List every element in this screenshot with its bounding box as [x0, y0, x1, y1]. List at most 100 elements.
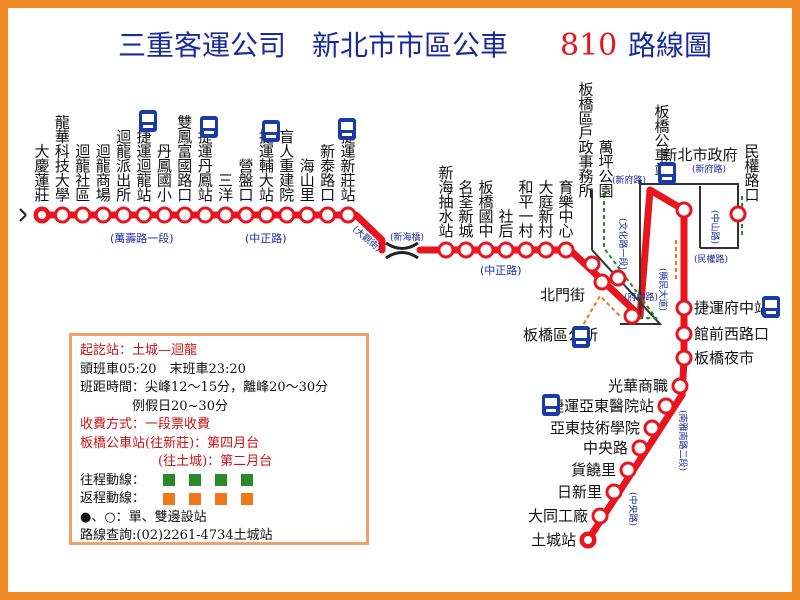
metro-icon-0	[139, 110, 157, 132]
stop-dot-right-4-center	[734, 210, 742, 218]
metro-icon-3	[338, 118, 356, 140]
stop-label-top-4: 迴龍派出所	[116, 128, 131, 204]
legend-green-square	[163, 474, 176, 486]
road-xianmin: (縣民大道)	[657, 268, 669, 311]
stop-label-middle-1: 名荃新城	[458, 179, 473, 241]
stop-label-right-10: 亞東技術學院	[550, 419, 640, 437]
stop-dot-top-3-center	[99, 211, 108, 219]
stop-label-right-9: 捷運亞東醫院站	[549, 397, 654, 415]
stop-label-right-0: 北門街	[540, 286, 585, 304]
metro-icon-1	[200, 116, 218, 138]
stop-dot-right-15-center	[584, 536, 592, 544]
stop-label-middle-5: 大庭新村	[538, 179, 553, 241]
stop-dot-right-1-center	[628, 312, 636, 320]
stop-dot-top-12-center	[282, 211, 291, 219]
stop-dots	[33, 201, 747, 549]
info-platform-1: 板橋公車站(往新莊)：第四月台	[80, 435, 260, 451]
road-fuzhong: (府中路)	[624, 291, 658, 303]
stop-label-top-3: 迴龍商場	[96, 143, 111, 205]
stop-dot-middle-3-center	[502, 246, 510, 254]
stop-dot-top-9-center	[221, 211, 230, 219]
stop-label-middle-2: 板橋國中	[478, 179, 493, 241]
info-route-ends: 起訖站：土城—迴龍	[80, 343, 198, 358]
metro-icon-7	[542, 394, 560, 416]
stop-label-top-10: 營盤口	[238, 157, 253, 204]
stop-dot-middle-7-center	[588, 260, 596, 268]
stop-dot-middle-0-center	[442, 246, 450, 254]
xinhai-bridge	[385, 241, 419, 260]
stop-label-top-7: 雙鳳富國路口	[177, 114, 192, 205]
map-title: 三重客運公司 新北市市區公車 810 路線圖	[118, 28, 712, 63]
stop-dot-middle-1-center	[462, 246, 470, 254]
title-system: 新北市市區公車	[312, 29, 508, 62]
info-hotline: 路線查詢:(02)2261-4734土城站	[80, 528, 273, 543]
stop-dot-middle-2-center	[482, 246, 490, 254]
return-line	[579, 240, 677, 331]
stop-dot-right-5-center	[680, 304, 688, 312]
road-minquan: (民權路)	[694, 253, 728, 265]
info-first-last-bus: 頭班車05:20 末班車23:20	[80, 361, 246, 377]
stop-dot-right-9-center	[662, 402, 670, 410]
stop-dot-top-1-center	[58, 211, 67, 219]
stop-dot-top-6-center	[160, 211, 169, 219]
stop-dot-right-14-center	[596, 512, 604, 520]
info-outbound-legend: 往程動線：	[80, 472, 358, 491]
stop-label-top-1: 龍華科技大學	[55, 114, 70, 205]
stop-dot-right-6-center	[680, 330, 688, 338]
road-zhongzheng-2: (中正路)	[480, 264, 522, 277]
info-return-legend: 返程動線：	[80, 490, 358, 509]
stop-label-top-13: 海山里	[300, 157, 315, 204]
stop-label-middle-8: 萬坪公園	[598, 139, 613, 201]
road-xinfu-bottom: (新府路)	[692, 163, 726, 175]
title-route-number: 810	[560, 28, 617, 63]
stop-dot-top-0-center	[38, 211, 46, 219]
stop-label-right-14: 大同工廠	[528, 507, 588, 525]
stop-label-right-3: 新北市政府	[662, 146, 737, 164]
stop-label-middle-7: 板橋區戶政事務所	[578, 81, 593, 201]
road-wanshou: (萬壽路一段)	[110, 231, 174, 245]
stop-dot-middle-8-center	[614, 274, 622, 282]
road-zhongshan: (中山路)	[709, 210, 721, 244]
stop-label-right-6: 館前西路口	[694, 325, 769, 343]
stop-label-middle-6: 育樂中心	[558, 179, 573, 241]
legend-orange-square	[163, 492, 176, 505]
metro-icon-2	[262, 120, 280, 142]
metro-icon-5	[762, 296, 780, 318]
stop-label-middle-4: 和平一村	[518, 179, 533, 241]
road-zhongzheng-1: (中正路)	[245, 232, 287, 245]
left-end-arrow	[19, 208, 27, 222]
stop-label-top-12: 盲人重建院	[279, 128, 294, 204]
stop-dot-right-12-center	[624, 466, 632, 474]
stop-dot-top-7-center	[180, 211, 189, 219]
stop-label-top-8: 捷運丹鳳站	[198, 128, 213, 204]
stop-label-top-0: 大慶蓮莊	[34, 143, 49, 205]
stop-label-middle-3: 社后	[498, 208, 513, 241]
stop-dot-top-4-center	[119, 211, 128, 219]
metro-icon-6	[572, 326, 590, 348]
title-suffix: 路線圖	[628, 29, 712, 62]
stop-dot-top-11-center	[262, 211, 271, 219]
stop-dot-top-8-center	[201, 211, 210, 219]
road-nanya: (南雅南路二段)	[677, 410, 689, 471]
stop-dot-top-15-center	[344, 211, 352, 219]
stop-dot-middle-5-center	[542, 246, 550, 254]
stop-dot-right-0-center	[598, 278, 606, 286]
stop-label-top-9: 三洋	[218, 172, 233, 205]
stop-dot-top-2-center	[78, 211, 87, 219]
stop-dot-top-14-center	[323, 211, 332, 219]
stop-label-right-15: 土城站	[531, 531, 576, 549]
stop-dot-right-10-center	[648, 424, 656, 432]
stop-label-right-5: 捷運府中站	[694, 299, 769, 317]
stop-dot-middle-6-center	[562, 246, 570, 254]
metro-icon-4	[658, 162, 676, 184]
stop-labels: 大慶蓮莊龍華科技大學迴龍社區迴龍商場迴龍派出所捷運迴龍站丹鳳國小雙鳳富國路口捷運…	[34, 81, 769, 550]
stop-label-middle-0: 新海抽水站	[438, 164, 453, 240]
road-zhongyang: (中央路)	[627, 492, 639, 526]
stop-label-right-4: 民權路口	[744, 143, 759, 205]
road-wenhua: (文化路一段)	[617, 218, 629, 270]
info-stop-legend: ●、○：單、雙邊設站	[80, 509, 207, 525]
stop-dot-top-5-center	[140, 211, 148, 219]
stop-dot-right-8-center	[676, 382, 684, 390]
info-headway: 班距時間：尖峰12～15分，離峰20～30分	[80, 380, 329, 395]
